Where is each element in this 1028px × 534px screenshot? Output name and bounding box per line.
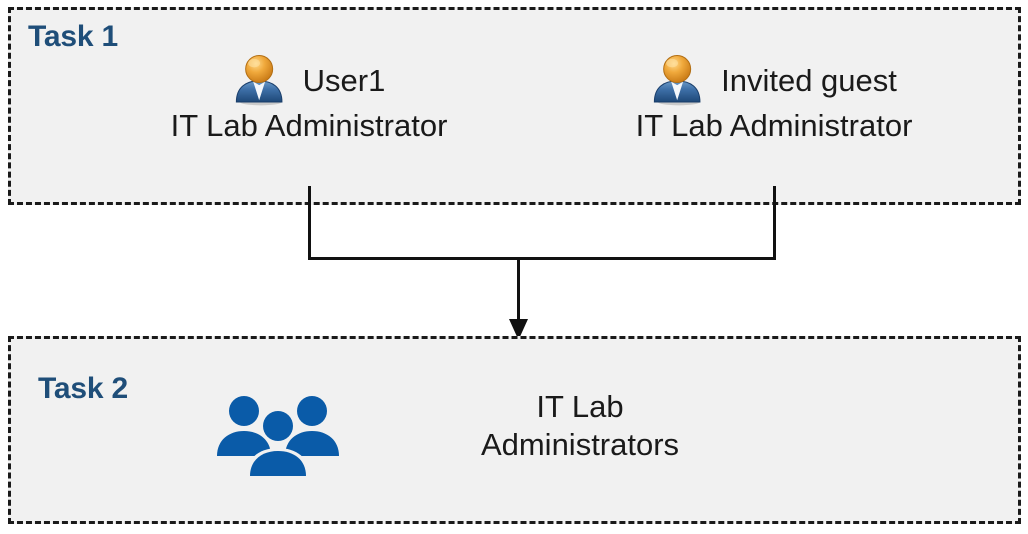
person-role: IT Lab Administrator [170,108,448,143]
group-name-line-2: Administrators [480,426,680,462]
person-name-row: User1 [109,52,509,108]
group-name-line-1: IT Lab [536,389,624,424]
user-group-icon [217,396,339,476]
task-1-label: Task 1 [28,20,118,53]
person-card-invited-guest: Invited guest IT Lab Administrator [574,52,974,141]
person-name: User1 [302,62,386,98]
group-icon-wrapper [213,388,343,478]
group-name: IT Lab Administrators [380,388,780,464]
task-1-container [8,7,1021,205]
person-role: IT Lab Administrator [635,108,913,143]
user-icon [653,55,701,106]
person-name: Invited guest [721,62,897,98]
task-2-container [8,336,1021,524]
task-2-label: Task 2 [38,372,128,405]
person-name-row: Invited guest [574,52,974,108]
user-icon [235,55,283,106]
person-card-user1: User1 IT Lab Administrator [109,52,509,141]
